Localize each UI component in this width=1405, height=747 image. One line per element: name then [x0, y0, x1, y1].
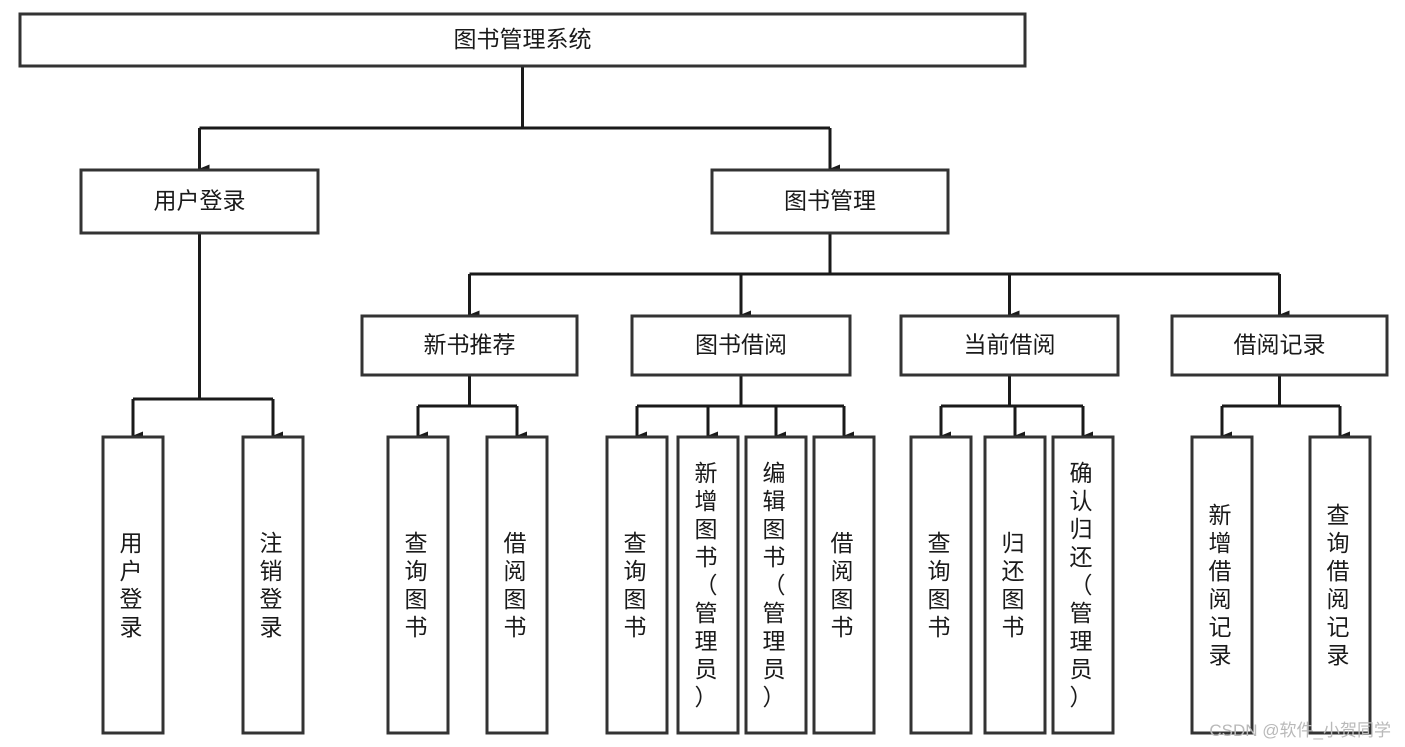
- edges-layer: [131, 66, 1350, 441]
- node-leaf-return-book[interactable]: 归还图书: [983, 435, 1047, 735]
- edge-group-root_to_l2: [198, 66, 840, 174]
- node-label: 归还图书: [1002, 530, 1029, 640]
- node-leaf-edit-book[interactable]: 编辑图书（管理员）: [744, 435, 808, 735]
- nodes-layer: 图书管理系统用户登录图书管理新书推荐图书借阅当前借阅借阅记录用户登录注销登录查询…: [18, 12, 1389, 735]
- edge-group-book_borrow_to_leaves: [635, 375, 854, 441]
- node-box: [744, 435, 808, 735]
- edge-group-current_borrow_to_leaves: [939, 375, 1093, 441]
- node-box: [676, 435, 740, 735]
- node-leaf-query-book-3[interactable]: 查询图书: [909, 435, 973, 735]
- node-label: 借阅记录: [1234, 332, 1326, 358]
- node-borrow-record[interactable]: 借阅记录: [1170, 314, 1389, 377]
- node-box: [360, 314, 579, 377]
- node-label: 用户登录: [154, 188, 246, 214]
- node-label: 查询图书: [624, 530, 651, 640]
- edge-group-new_book_rec_to_leaves: [416, 375, 527, 441]
- node-book-manage[interactable]: 图书管理: [710, 168, 950, 235]
- node-leaf-add-record[interactable]: 新增借阅记录: [1190, 435, 1254, 735]
- node-label: 用户登录: [120, 530, 147, 640]
- node-label: 图书借阅: [695, 332, 787, 358]
- node-label: 查询图书: [928, 530, 955, 640]
- node-root[interactable]: 图书管理系统: [18, 12, 1027, 68]
- node-new-book-rec[interactable]: 新书推荐: [360, 314, 579, 377]
- node-box: [983, 435, 1047, 735]
- node-leaf-add-book[interactable]: 新增图书（管理员）: [676, 435, 740, 735]
- node-leaf-user-login[interactable]: 用户登录: [101, 435, 165, 735]
- node-label: 借阅图书: [504, 530, 531, 640]
- edge-group-borrow_record_to_leaves: [1220, 375, 1350, 441]
- node-label: 图书管理系统: [454, 26, 592, 52]
- node-box: [710, 168, 950, 235]
- node-box: [605, 435, 669, 735]
- node-label: 注销登录: [260, 530, 287, 640]
- node-label: 新书推荐: [424, 332, 516, 358]
- node-box: [241, 435, 305, 735]
- node-label: 查询借阅记录: [1327, 502, 1354, 668]
- edge-group-book_manage_to_l3: [468, 233, 1290, 320]
- node-box: [101, 435, 165, 735]
- node-box: [79, 168, 320, 235]
- node-box: [1051, 435, 1115, 735]
- node-box: [386, 435, 450, 735]
- node-label: 当前借阅: [964, 332, 1056, 358]
- node-user-login[interactable]: 用户登录: [79, 168, 320, 235]
- node-label: 新增图书（管理员）: [695, 460, 722, 710]
- node-leaf-query-book-1[interactable]: 查询图书: [386, 435, 450, 735]
- node-box: [485, 435, 549, 735]
- node-box: [630, 314, 852, 377]
- node-box: [909, 435, 973, 735]
- node-label: 借阅图书: [831, 530, 858, 640]
- node-box: [1170, 314, 1389, 377]
- node-current-borrow[interactable]: 当前借阅: [899, 314, 1120, 377]
- node-label: 图书管理: [784, 188, 876, 214]
- edge-group-user_login_to_leaves: [131, 233, 283, 441]
- node-box: [18, 12, 1027, 68]
- node-leaf-borrow-book-2[interactable]: 借阅图书: [812, 435, 876, 735]
- node-leaf-query-record[interactable]: 查询借阅记录: [1308, 435, 1372, 735]
- node-label: 查询图书: [405, 530, 432, 640]
- node-label: 编辑图书（管理员）: [763, 460, 790, 710]
- node-box: [812, 435, 876, 735]
- node-box: [1308, 435, 1372, 735]
- node-label: 确认归还（管理员）: [1070, 460, 1097, 710]
- node-box: [1190, 435, 1254, 735]
- node-label: 新增借阅记录: [1209, 502, 1236, 668]
- node-box: [899, 314, 1120, 377]
- node-leaf-confirm-return[interactable]: 确认归还（管理员）: [1051, 435, 1115, 735]
- node-book-borrow[interactable]: 图书借阅: [630, 314, 852, 377]
- node-leaf-borrow-book-1[interactable]: 借阅图书: [485, 435, 549, 735]
- node-leaf-user-logout[interactable]: 注销登录: [241, 435, 305, 735]
- node-leaf-query-book-2[interactable]: 查询图书: [605, 435, 669, 735]
